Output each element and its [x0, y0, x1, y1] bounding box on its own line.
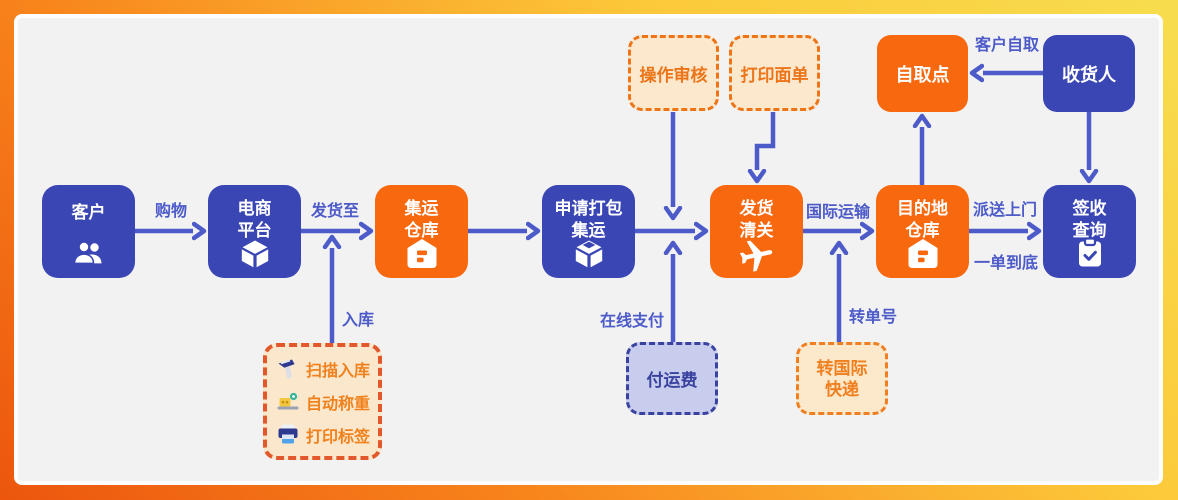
node-platform-label: 电商	[237, 199, 272, 218]
node-warehouse-label: 集运	[404, 199, 439, 218]
node-platform: 电商 平台	[208, 185, 301, 278]
printer-icon	[276, 423, 300, 447]
edge-waybill-customs	[757, 112, 776, 170]
edge-label-intl-transport: 国际运输	[805, 204, 871, 221]
node-platform-label2: 平台	[237, 221, 272, 240]
edge-label-online-pay: 在线支付	[599, 313, 665, 330]
node-consignee-label: 收货人	[1062, 64, 1116, 85]
node-waybill-label: 打印面单	[740, 65, 809, 85]
tool-scan-label: 扫描入库	[306, 362, 371, 380]
node-dest-label2: 仓库	[905, 221, 940, 240]
node-apply-label: 申请打包	[554, 199, 623, 218]
node-sign-label: 签收	[1072, 199, 1107, 218]
node-payfee: 付运费	[626, 342, 718, 415]
clipboard-check-icon	[1075, 237, 1105, 269]
node-customer: 客户	[42, 185, 135, 278]
node-warehouse: 集运 仓库	[375, 185, 468, 278]
tool-row-print: 打印标签	[276, 423, 378, 447]
node-consignee: 收货人	[1043, 35, 1135, 112]
plane-takeoff-icon	[736, 238, 778, 272]
node-dest: 目的地 仓库	[876, 185, 969, 278]
node-sign: 签收 查询	[1043, 185, 1136, 278]
node-review-label: 操作审核	[639, 65, 708, 85]
node-express: 转国际 快递	[796, 342, 888, 415]
scale-icon	[276, 390, 300, 414]
node-apply: 申请打包 集运	[542, 185, 635, 278]
warehouse-icon	[906, 237, 940, 269]
node-sign-label2: 查询	[1072, 221, 1107, 240]
node-express-label: 转国际	[816, 358, 868, 378]
cube-icon	[239, 239, 271, 269]
warehouse-icon	[405, 237, 439, 269]
node-pickup-label: 自取点	[895, 64, 950, 85]
node-pickup: 自取点	[877, 35, 968, 112]
node-express-label2: 快递	[825, 379, 859, 399]
tool-print-label: 打印标签	[306, 428, 371, 446]
package-icon	[573, 239, 605, 269]
edge-label-shop: 购物	[154, 203, 188, 220]
edge-label-transfer-no: 转单号	[849, 309, 898, 326]
tool-weigh-label: 自动称重	[306, 395, 371, 413]
edge-label-inbound: 入库	[342, 312, 375, 329]
tool-row-weigh: 自动称重	[276, 390, 378, 414]
node-payfee-label: 付运费	[646, 371, 698, 390]
edge-label-self-pickup: 客户自取	[974, 37, 1040, 54]
barcode-scanner-icon	[276, 357, 300, 381]
node-customs: 发货 清关	[710, 185, 803, 278]
node-customs-label: 发货	[739, 199, 774, 218]
node-apply-label2: 集运	[571, 221, 606, 240]
edge-label-home-delivery: 派送上门	[972, 202, 1038, 219]
node-customer-label: 客户	[71, 203, 106, 222]
users-icon	[71, 237, 107, 269]
node-review: 操作审核	[628, 35, 719, 111]
edge-label-ship-to: 发货至	[310, 203, 360, 220]
node-customs-label2: 清关	[739, 221, 774, 240]
edge-label-one-order: 一单到底	[973, 255, 1039, 272]
node-waybill: 打印面单	[729, 35, 820, 111]
node-warehouse-tools: 扫描入库 自动称重	[263, 343, 382, 460]
tool-row-scan: 扫描入库	[276, 357, 378, 381]
node-dest-label: 目的地	[897, 199, 948, 218]
node-warehouse-label2: 仓库	[404, 221, 439, 240]
